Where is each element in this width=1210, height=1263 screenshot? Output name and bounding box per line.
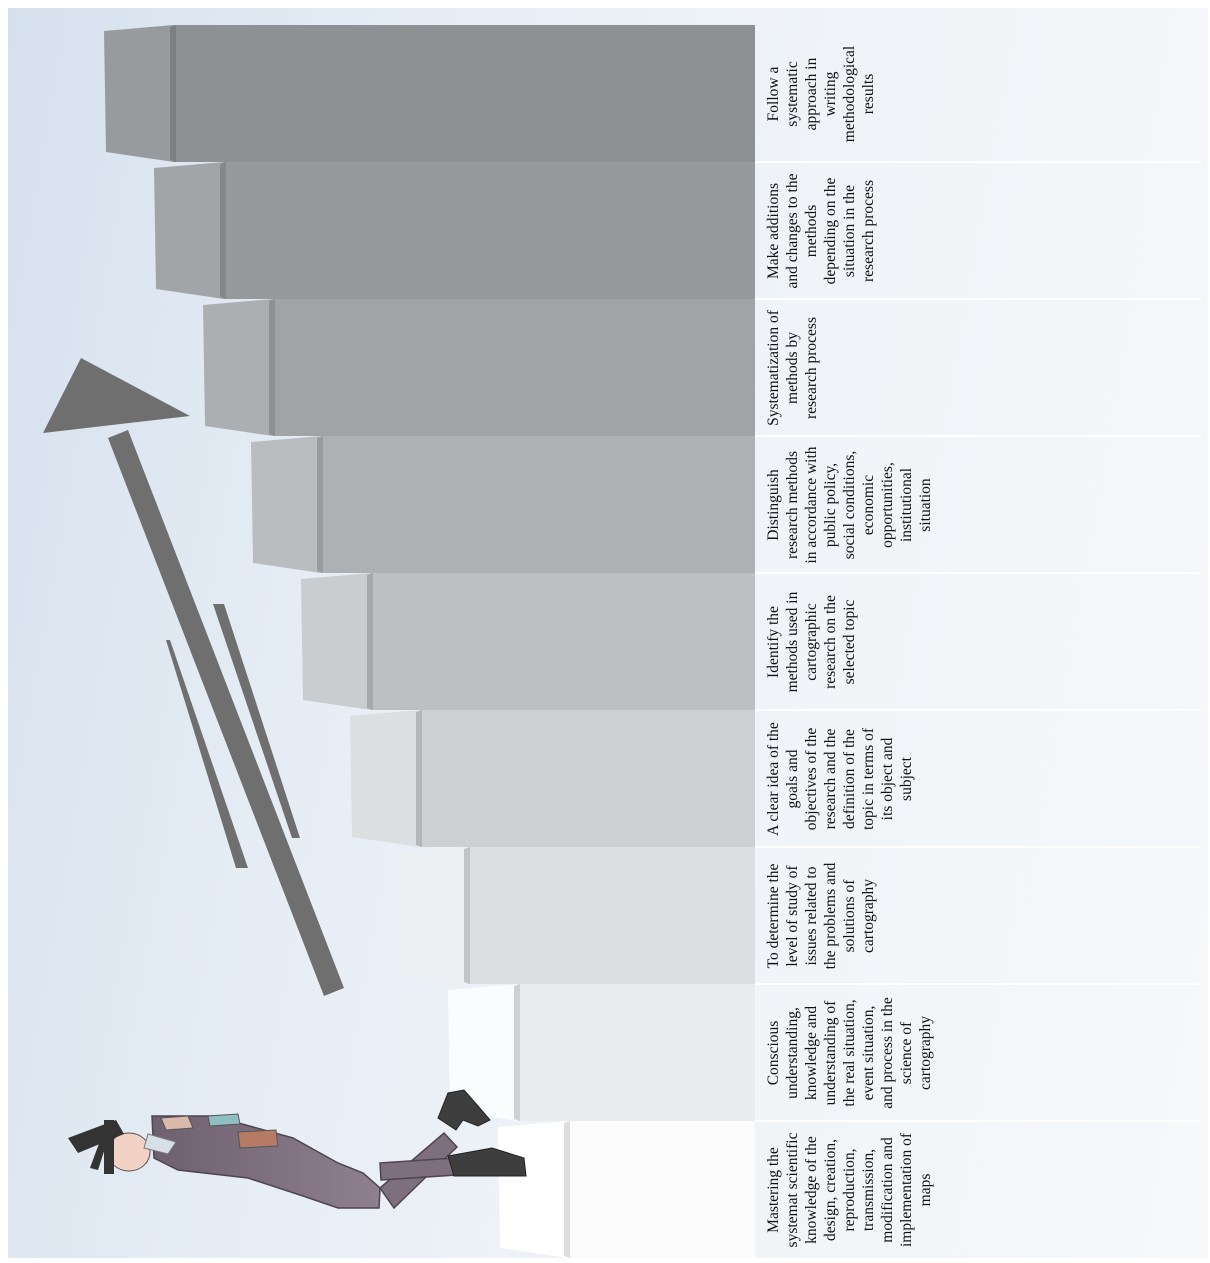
step-front-face: [498, 1121, 568, 1258]
step-edge: [464, 847, 470, 984]
step-block-8: [154, 162, 755, 299]
step-block-9: [104, 25, 755, 162]
staircase-graphic: [43, 25, 1201, 1258]
step-label-8: Make additions and changes to the method…: [765, 173, 877, 289]
step-edge: [269, 299, 275, 436]
step-top-face: [420, 710, 755, 847]
step-block-6: [251, 436, 755, 573]
step-block-5: [301, 573, 755, 710]
step-edge: [416, 710, 422, 847]
speed-line-2: [166, 640, 248, 868]
step-edge: [367, 573, 373, 710]
step-top-face: [468, 847, 755, 984]
step-label-6: Distinguish research methods in accordan…: [765, 446, 934, 564]
step-top-face: [273, 299, 755, 436]
step-front-face: [104, 25, 174, 162]
step-edge: [317, 436, 323, 573]
step-front-face: [203, 299, 273, 436]
step-front-face: [448, 984, 518, 1121]
step-front-face: [301, 573, 371, 710]
step-top-face: [224, 162, 755, 299]
step-top-face: [568, 1121, 755, 1258]
diagram-frame: Mastering the systemat scientific knowle…: [8, 8, 1208, 1258]
step-block-7: [203, 299, 755, 436]
step-label-1: Mastering the systemat scientific knowle…: [765, 1132, 934, 1248]
step-front-face: [251, 436, 321, 573]
step-label-2: Conscious understanding, knowledge and u…: [765, 997, 934, 1109]
graduate-figure-icon: [68, 1089, 527, 1210]
step-label-5: Identify the methods used in cartographi…: [765, 591, 858, 693]
step-block-4: [350, 710, 755, 847]
step-label-9: Follow a systematic approach in writing …: [765, 45, 877, 143]
step-label-7: Systematization of methods by research p…: [765, 310, 820, 426]
step-edge: [170, 25, 176, 162]
step-front-face: [398, 847, 468, 984]
step-block-1: [498, 1121, 755, 1258]
step-block-3: [398, 847, 755, 984]
step-block-2: [448, 984, 755, 1121]
step-label-3: To determine the level of study of issue…: [765, 862, 877, 970]
step-top-face: [518, 984, 755, 1121]
trend-arrow-icon: [43, 358, 344, 996]
step-top-face: [371, 573, 755, 710]
step-edge: [564, 1121, 570, 1258]
step-separators: [755, 161, 1201, 1122]
step-top-face: [174, 25, 755, 162]
staircase-diagram: Mastering the systemat scientific knowle…: [8, 8, 1208, 1258]
step-front-face: [154, 162, 224, 299]
step-top-face: [321, 436, 755, 573]
step-blocks: [104, 25, 755, 1258]
step-front-face: [350, 710, 420, 847]
step-edge: [220, 162, 226, 299]
speed-line-1: [213, 604, 300, 838]
step-edge: [514, 984, 520, 1121]
step-label-4: A clear idea of the goals and objectives…: [765, 722, 915, 836]
